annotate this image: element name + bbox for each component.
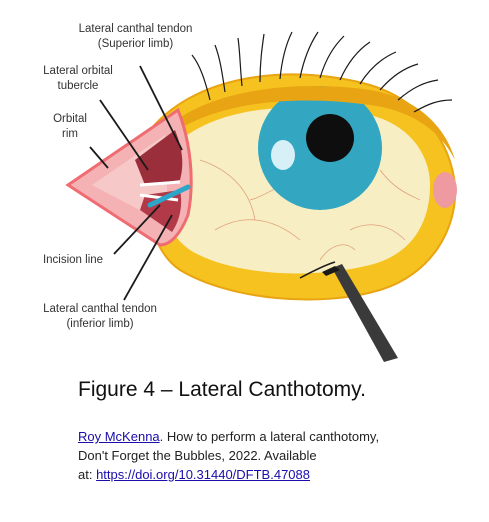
label-tendon-superior: Lateral canthal tendon (Superior limb) — [78, 23, 193, 50]
label-orbital-rim: Orbital rim — [53, 113, 87, 140]
label-orbital-tubercle: Lateral orbital tubercle — [43, 65, 113, 92]
label-incision-line: Incision line — [42, 254, 104, 266]
credit-text-2: Don't Forget the Bubbles, 2022. Availabl… — [78, 448, 317, 463]
eyelashes — [191, 31, 453, 113]
forceps — [332, 264, 398, 362]
upper-lid — [170, 86, 455, 160]
doi-link[interactable]: https://doi.org/10.31440/DFTB.47088 — [96, 467, 310, 482]
pupil — [306, 114, 354, 162]
iris-highlight — [271, 140, 295, 170]
tendon-superior — [135, 130, 183, 185]
leader-incision — [113, 204, 161, 255]
credit-text-3: at: — [78, 467, 97, 482]
figure-credit: Roy McKenna. How to perform a lateral ca… — [78, 427, 478, 484]
leader-tendon-superior — [139, 65, 183, 151]
leader-tendon-inferior — [123, 214, 173, 301]
incision-line — [147, 184, 191, 208]
tendon-white-bands — [139, 180, 181, 202]
lateral-canthotomy-illustration — [65, 31, 457, 362]
credit-text-1: . How to perform a lateral canthotomy, — [159, 429, 380, 444]
medial-canthus — [433, 172, 457, 208]
sclera-veins — [199, 159, 421, 261]
label-tendon-inferior: Lateral canthal tendon (inferior limb) — [43, 303, 157, 330]
leader-orbital-tubercle — [99, 99, 149, 171]
author-link[interactable]: Roy McKenna — [78, 429, 160, 444]
leader-orbital-rim — [89, 146, 109, 169]
forceps-tip — [322, 266, 340, 276]
figure-caption: Figure 4 – Lateral Canthotomy. — [78, 378, 366, 401]
